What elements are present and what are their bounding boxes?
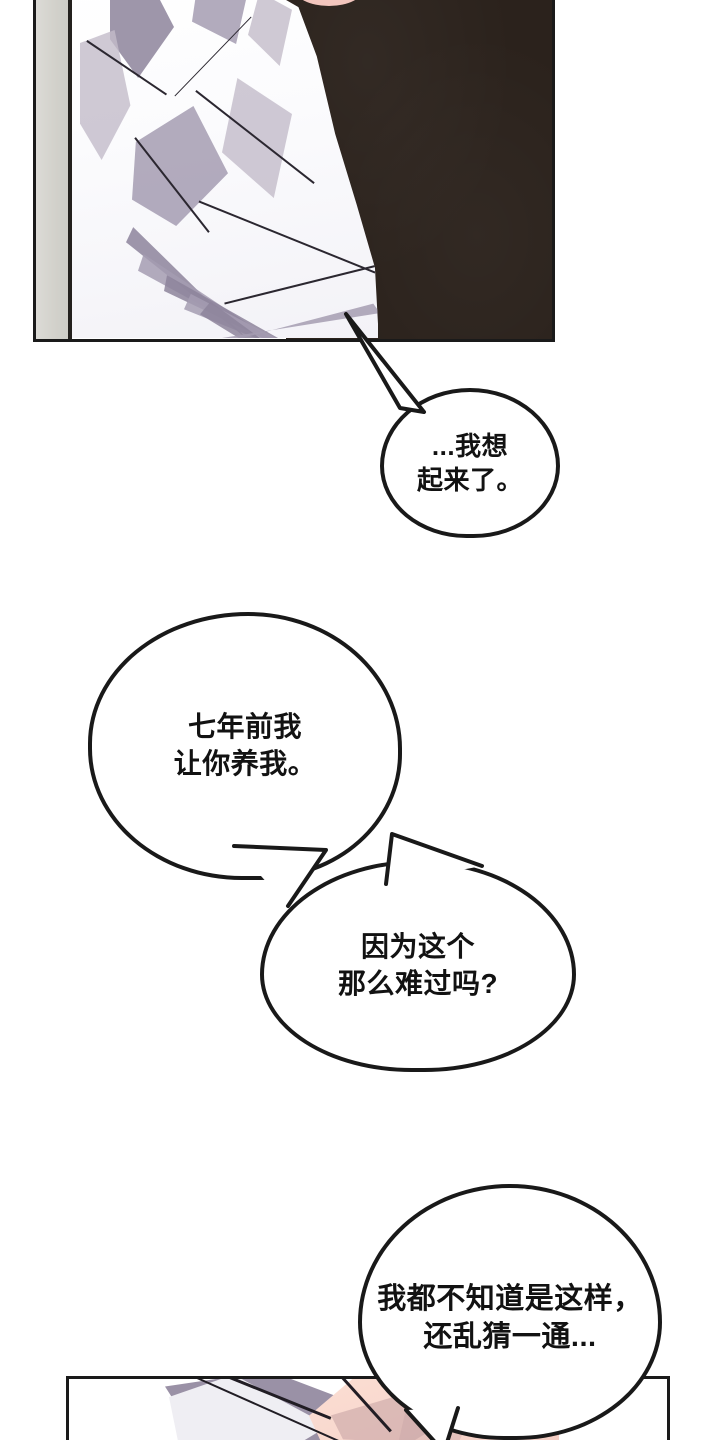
jaw-skin — [294, 0, 364, 6]
shirt-crease-fan-2 — [138, 254, 270, 338]
shirt-crease-fan-4 — [184, 293, 276, 338]
speech-bubble-2-text: 七年前我 让你养我。 — [173, 711, 317, 779]
speech-bubble-2: 七年前我 让你养我。 — [88, 612, 402, 880]
speech-bubble-1-text: ...我想 起来了。 — [416, 430, 523, 495]
comic-panel-top — [33, 0, 555, 342]
wall-edge-line — [68, 0, 72, 339]
speech-bubble-4-text: 我都不知道是这样， 还乱猜一通... — [377, 1282, 643, 1353]
shirt-ink-line-5 — [198, 200, 376, 274]
bubble-4-tail — [400, 1406, 490, 1440]
bubble-2-tail — [230, 840, 350, 910]
wall-strip — [36, 0, 68, 339]
speech-bubble-3-text: 因为这个 那么难过吗? — [337, 931, 499, 999]
shirt-ink-line-6 — [224, 261, 378, 305]
bubble-3-tail — [382, 828, 502, 888]
bubble-1-tail — [330, 312, 470, 422]
shirt-fold-shoulder — [248, 0, 292, 66]
speech-bubble-4: 我都不知道是这样， 还乱猜一通... — [358, 1184, 662, 1440]
white-shirt — [72, 0, 378, 338]
shirt-fold-collar-right — [192, 0, 250, 44]
speech-bubble-3: 因为这个 那么难过吗? — [260, 860, 576, 1072]
speech-bubble-1: ...我想 起来了。 — [380, 388, 560, 538]
